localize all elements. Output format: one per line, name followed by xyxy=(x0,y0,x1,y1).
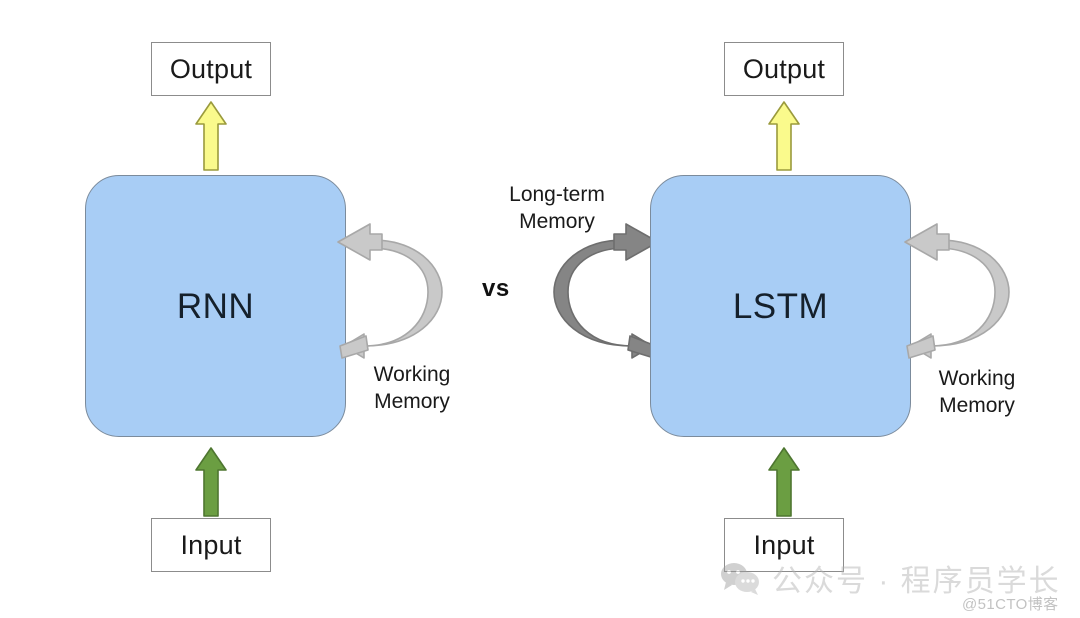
rnn-input-arrow-icon xyxy=(194,446,228,518)
rnn-working-memory-label: Working Memory xyxy=(373,363,451,413)
lstm-long-term-memory-label: Long-term Memory xyxy=(509,183,605,233)
lstm-working-memory-label: Working Memory xyxy=(938,367,1016,417)
rnn-output-label: Output xyxy=(169,53,253,84)
rnn-cell-box: RNN xyxy=(85,175,346,437)
lstm-input-box: Input xyxy=(724,518,844,572)
lstm-input-label: Input xyxy=(753,529,815,560)
rnn-input-box: Input xyxy=(151,518,271,572)
lstm-cell-label: LSTM xyxy=(732,286,829,326)
lstm-working-memory-loop-icon xyxy=(903,218,1018,366)
watermark-credit: @51CTO博客 xyxy=(962,596,1059,613)
lstm-cell-box: LSTM xyxy=(650,175,911,437)
lstm-output-box: Output xyxy=(724,42,844,96)
rnn-working-memory-loop-icon xyxy=(336,218,451,366)
lstm-long-term-memory-loop-icon xyxy=(545,218,660,366)
rnn-output-arrow-icon xyxy=(194,100,228,172)
lstm-output-label: Output xyxy=(742,53,826,84)
rnn-input-label: Input xyxy=(180,529,242,560)
rnn-cell-label: RNN xyxy=(176,286,255,326)
lstm-input-arrow-icon xyxy=(767,446,801,518)
lstm-output-arrow-icon xyxy=(767,100,801,172)
comparator-label: vs xyxy=(482,275,510,302)
rnn-output-box: Output xyxy=(151,42,271,96)
